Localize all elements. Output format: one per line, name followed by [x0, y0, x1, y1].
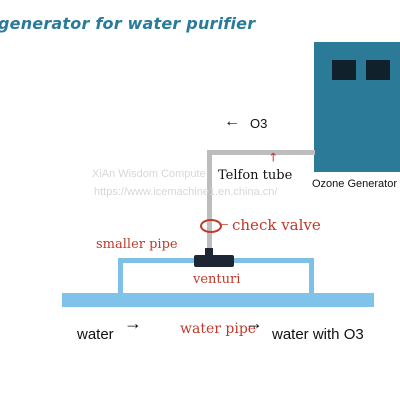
venturi-label: venturi — [193, 272, 241, 287]
teflon-tube-label: Telfon tube — [218, 168, 293, 183]
left-arrow-icon: ← — [224, 113, 240, 130]
ozone-generator-box — [314, 42, 400, 172]
venturi-inlet — [205, 248, 213, 260]
teflon-tube-vertical — [207, 150, 212, 260]
teflon-tube-horizontal — [207, 150, 315, 155]
diagram-title: generator for water purifier — [0, 14, 256, 33]
generator-window-right — [366, 60, 390, 80]
o3-label: O3 — [250, 116, 268, 131]
check-valve-highlight — [200, 219, 222, 233]
watermark-line-2: https://www.icemachine1.en.china.cn/ — [94, 186, 278, 198]
smaller-pipe-label: smaller pipe — [96, 237, 178, 252]
inlet-water-label: water — [77, 326, 114, 343]
main-water-pipe — [62, 293, 374, 307]
water-pipe-label: water pipe — [180, 321, 257, 337]
venturi-injector — [194, 255, 234, 267]
generator-window-left — [332, 60, 356, 80]
right-arrow-icon: → — [124, 313, 142, 333]
left-arrow-icon: ← — [216, 214, 231, 231]
check-valve-label: check valve — [232, 216, 321, 234]
outlet-water-label: water with O3 — [272, 326, 364, 343]
right-arrow-icon: → — [245, 313, 263, 333]
watermark-line-1: XiAn Wisdom Compute — [92, 168, 206, 180]
generator-label: Ozone Generator — [312, 178, 397, 190]
